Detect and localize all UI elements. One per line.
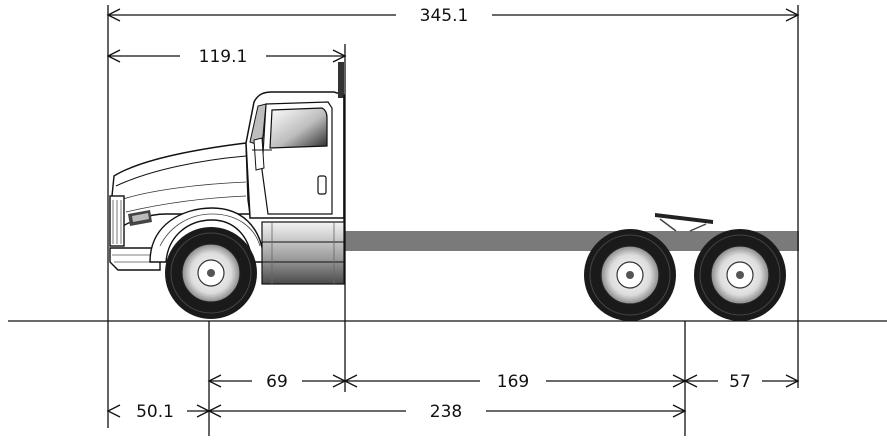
rear-wheel-2 xyxy=(694,229,786,321)
front-overhang-label: 50.1 xyxy=(136,402,174,422)
overall-length-label: 345.1 xyxy=(420,6,469,26)
extension-lines xyxy=(107,5,799,436)
fifth-wheel xyxy=(655,213,713,232)
back-of-cab-to-tandem-label: 169 xyxy=(497,372,529,392)
dim-overall-length: 345.1 xyxy=(106,6,800,26)
truck-drawing xyxy=(109,62,799,321)
frame-rail xyxy=(340,231,799,251)
bumper-to-back-of-cab-label: 119.1 xyxy=(199,47,248,67)
dim-rear-overhang: 57 xyxy=(683,372,800,392)
wheelbase-label: 238 xyxy=(430,402,462,422)
cab xyxy=(245,62,345,230)
front-wheel xyxy=(165,227,257,319)
dim-back-of-cab-to-tandem: 169 xyxy=(343,372,687,392)
dim-front-overhang: 50.1 xyxy=(106,402,211,422)
fuel-tank-steps xyxy=(261,221,345,285)
rear-overhang-label: 57 xyxy=(729,372,751,392)
dim-axle-to-back-of-cab: 69 xyxy=(207,372,347,392)
dim-wheelbase: 238 xyxy=(207,402,687,422)
dim-bumper-to-back-of-cab: 119.1 xyxy=(106,47,347,67)
rear-wheel-1 xyxy=(584,229,676,321)
axle-to-back-of-cab-label: 69 xyxy=(266,372,288,392)
